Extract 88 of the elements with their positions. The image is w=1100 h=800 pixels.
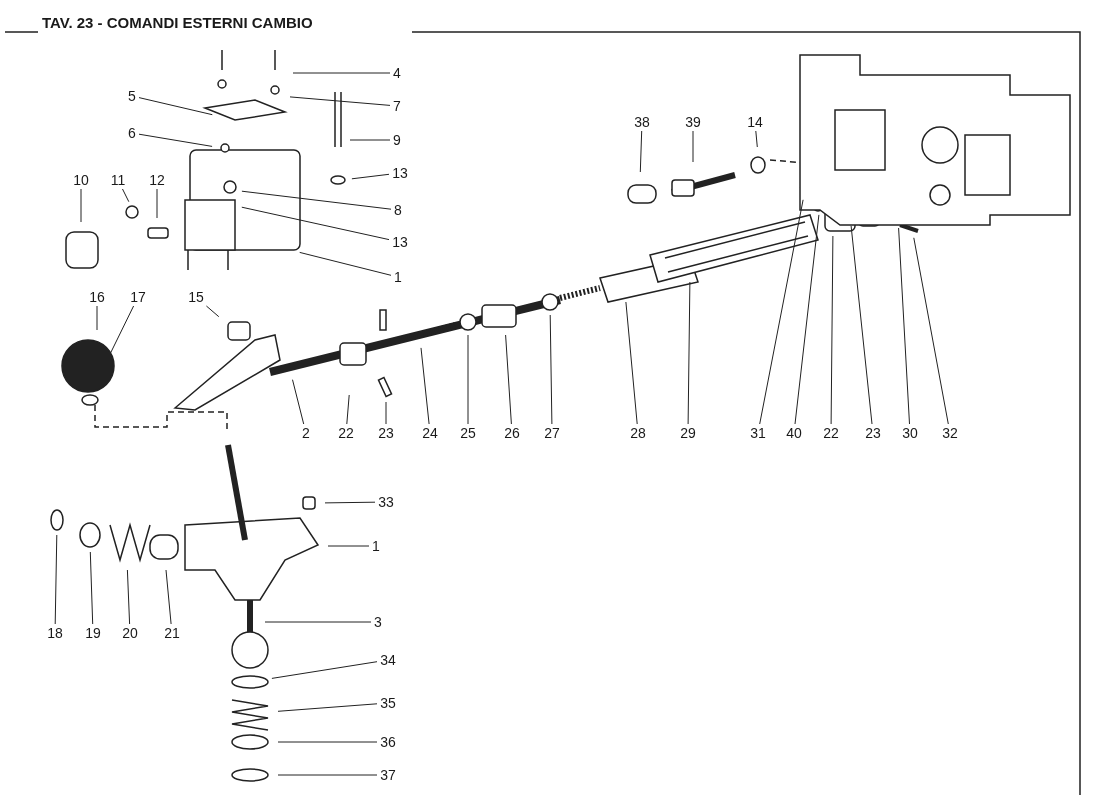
callout-number: 13: [390, 165, 410, 181]
leader-line: [241, 190, 392, 210]
leader-line: [349, 139, 391, 141]
callout-number: 22: [821, 425, 841, 441]
leader-line: [830, 235, 834, 425]
leader-line: [794, 214, 820, 425]
leader-line: [898, 227, 910, 425]
leader-line: [505, 334, 512, 425]
callout-number: 13: [390, 234, 410, 250]
callout-number: 23: [376, 425, 396, 441]
leader-line: [639, 130, 643, 173]
callout-number: 20: [120, 625, 140, 641]
leader-line: [755, 130, 758, 148]
callout-number: 6: [126, 125, 138, 141]
leader-line: [89, 551, 94, 625]
callout-number: 40: [784, 425, 804, 441]
callout-number: 4: [391, 65, 403, 81]
leader-line: [277, 741, 378, 743]
leader-line: [205, 305, 220, 318]
leader-line: [759, 199, 804, 425]
leader-line: [165, 569, 172, 625]
callout-number: 34: [378, 652, 398, 668]
leader-line: [96, 305, 98, 331]
leader-line: [54, 534, 58, 625]
callout-number: 11: [108, 172, 128, 188]
leader-line: [299, 251, 392, 276]
callout-number: 39: [683, 114, 703, 130]
callout-number: 27: [542, 425, 562, 441]
leader-line: [420, 347, 430, 425]
leader-line: [264, 621, 372, 623]
leader-line: [292, 72, 391, 74]
leader-line: [850, 225, 873, 425]
callout-number: 26: [502, 425, 522, 441]
callout-number: 23: [863, 425, 883, 441]
callout-number: 17: [128, 289, 148, 305]
callout-number: 18: [45, 625, 65, 641]
callout-number: 24: [420, 425, 440, 441]
leader-line: [156, 188, 158, 219]
leader-line: [385, 401, 387, 425]
leader-line: [327, 545, 370, 547]
callout-number: 29: [678, 425, 698, 441]
callout-number: 10: [71, 172, 91, 188]
callout-number: 22: [336, 425, 356, 441]
callout-number: 3: [372, 614, 384, 630]
leader-line: [277, 774, 378, 776]
callout-number: 28: [628, 425, 648, 441]
callout-number: 31: [748, 425, 768, 441]
leader-line: [126, 569, 131, 625]
leader-line: [692, 130, 694, 163]
callout-number: 9: [391, 132, 403, 148]
leader-line: [625, 301, 638, 425]
callout-number: 14: [745, 114, 765, 130]
leader-line: [289, 96, 391, 106]
leader-line: [292, 379, 305, 425]
callout-number: 36: [378, 734, 398, 750]
callout-number: 38: [632, 114, 652, 130]
callout-number: 21: [162, 625, 182, 641]
leader-line: [138, 133, 213, 147]
leader-line: [913, 237, 949, 425]
callout-number: 30: [900, 425, 920, 441]
leader-line: [138, 97, 213, 116]
leader-line: [80, 188, 82, 223]
callout-number: 33: [376, 494, 396, 510]
title: TAV. 23 - COMANDI ESTERNI CAMBIO: [42, 14, 313, 31]
leader-line: [324, 501, 376, 504]
callout-number: 35: [378, 695, 398, 711]
leader-line: [277, 703, 378, 712]
callout-number: 1: [392, 269, 404, 285]
callout-number: 7: [391, 98, 403, 114]
callout-number: 32: [940, 425, 960, 441]
leader-line: [467, 334, 469, 425]
callout-number: 16: [87, 289, 107, 305]
leader-line: [346, 394, 350, 425]
leader-line: [122, 188, 130, 203]
callout-number: 15: [186, 289, 206, 305]
leader-line: [687, 281, 691, 425]
callout-number: 19: [83, 625, 103, 641]
callout-number: 37: [378, 767, 398, 783]
leader-line: [549, 314, 553, 425]
callout-number: 2: [300, 425, 312, 441]
callout-number: 12: [147, 172, 167, 188]
leader-line: [271, 661, 378, 679]
leader-line: [241, 206, 390, 241]
callout-number: 1: [370, 538, 382, 554]
callout-number: 8: [392, 202, 404, 218]
callout-number: 25: [458, 425, 478, 441]
callout-number: 5: [126, 88, 138, 104]
leader-line: [351, 173, 390, 180]
